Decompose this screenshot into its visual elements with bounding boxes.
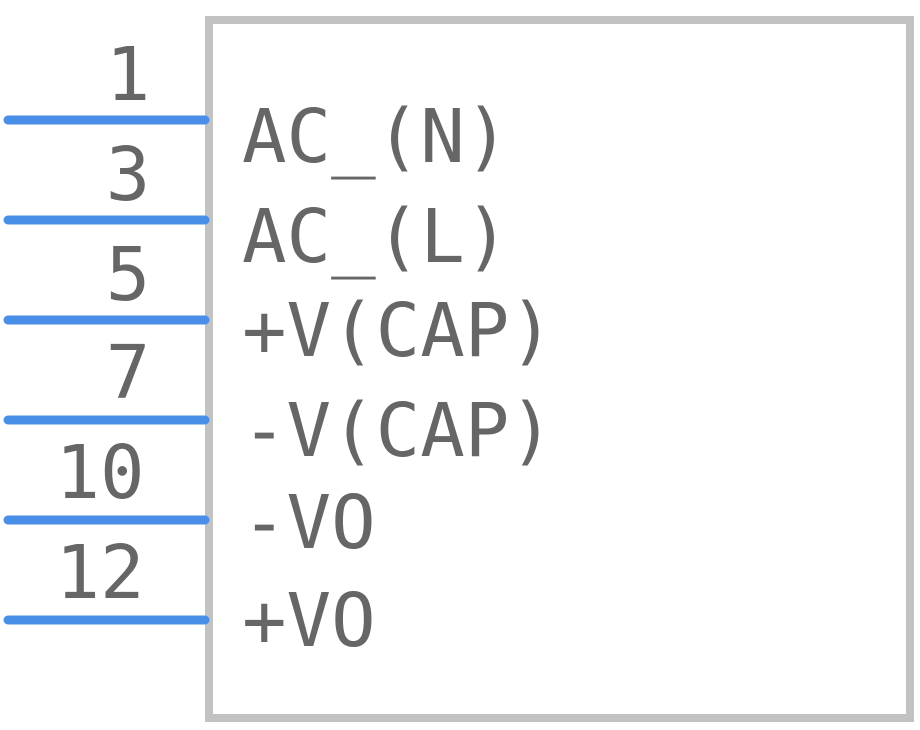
pin-7-label: -V(CAP) xyxy=(242,388,554,474)
pin-12-number: 12 xyxy=(55,530,144,616)
pin-1-label: AC_(N) xyxy=(242,94,509,180)
pin-10: 10 -VO xyxy=(3,430,376,566)
pin-1: 1 AC_(N) xyxy=(3,32,509,180)
pin-3-number: 3 xyxy=(106,132,151,218)
pin-7: 7 -V(CAP) xyxy=(3,330,554,474)
pin-7-number: 7 xyxy=(106,330,151,416)
pin-3: 3 AC_(L) xyxy=(3,132,509,280)
pin-10-label: -VO xyxy=(242,480,376,566)
pin-10-number: 10 xyxy=(55,430,144,516)
pin-1-number: 1 xyxy=(106,32,151,118)
pin-5-label: +V(CAP) xyxy=(242,288,554,374)
pin-12: 12 +VO xyxy=(3,530,376,664)
component-body xyxy=(205,16,914,722)
pin-5-number: 5 xyxy=(106,232,151,318)
pin-5: 5 +V(CAP) xyxy=(3,232,554,374)
pin-12-label: +VO xyxy=(242,578,376,664)
pin-3-label: AC_(L) xyxy=(242,194,509,280)
